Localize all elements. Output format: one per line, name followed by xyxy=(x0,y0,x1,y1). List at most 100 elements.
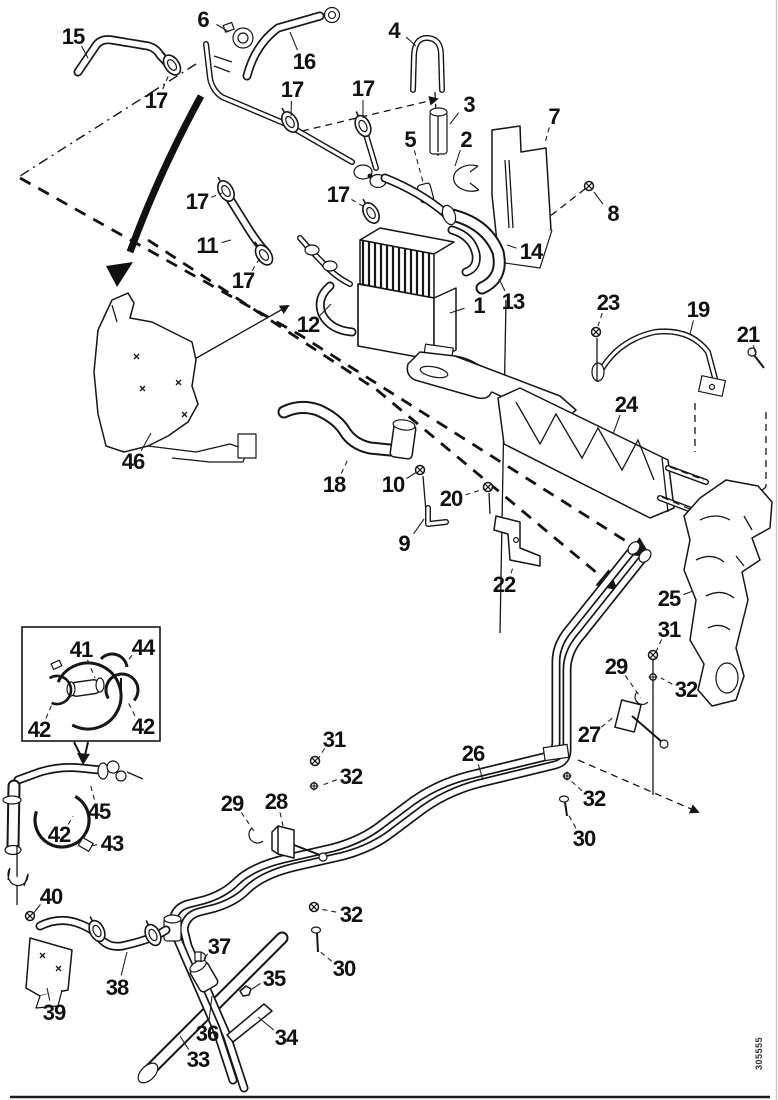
nut-35 xyxy=(239,985,252,997)
shaft-41 xyxy=(66,677,105,697)
callout-leader-29 xyxy=(240,812,255,832)
callout-leader-9 xyxy=(413,518,425,535)
callout-38: 38 xyxy=(106,975,129,1000)
callout-21: 21 xyxy=(737,322,760,347)
hose-11 xyxy=(223,191,271,257)
callout-leader-15 xyxy=(80,45,89,59)
callout-leader-23 xyxy=(597,312,603,327)
callout-leader-42 xyxy=(127,701,136,717)
clamp-29-right xyxy=(634,691,649,706)
callout-leader-24 xyxy=(612,414,621,435)
callout-17: 17 xyxy=(327,182,350,207)
clip-42-left xyxy=(41,674,73,706)
callout-leader-20 xyxy=(465,488,485,496)
callout-12: 12 xyxy=(297,312,320,337)
callout-32: 32 xyxy=(340,764,363,789)
callout-leader-17 xyxy=(351,198,367,209)
callout-leader-31 xyxy=(655,639,663,653)
bolt-20-axis xyxy=(488,492,491,515)
callout-leader-42 xyxy=(67,815,74,825)
callout-17: 17 xyxy=(145,88,168,113)
callout-leader-4 xyxy=(405,36,417,47)
callout-41: 41 xyxy=(70,637,93,662)
callout-leader-16 xyxy=(289,31,298,51)
hose-18 xyxy=(277,400,417,460)
callout-34: 34 xyxy=(275,1025,299,1050)
callout-leader-44 xyxy=(124,654,133,665)
callout-leader-41 xyxy=(87,659,96,679)
clamp-17-e xyxy=(356,194,384,227)
callout-20: 20 xyxy=(440,486,463,511)
u-clamp xyxy=(7,867,29,887)
bracket-22 xyxy=(493,515,541,567)
callout-leader-35 xyxy=(251,982,261,990)
callout-leader-37 xyxy=(203,953,209,960)
bolt-30-bottom xyxy=(310,926,322,953)
callout-42: 42 xyxy=(48,822,71,847)
callout-27: 27 xyxy=(578,722,601,747)
bracket-28 xyxy=(271,825,295,859)
screw-10 xyxy=(414,464,426,476)
callout-leader-25 xyxy=(683,590,694,596)
frame-beam-24 xyxy=(497,387,709,519)
callout-leader-31 xyxy=(317,748,326,760)
ring-42-small xyxy=(104,672,140,708)
hose-13 xyxy=(441,204,506,295)
cooler-box-1 xyxy=(357,227,457,369)
callout-leader-39 xyxy=(46,987,51,1001)
callout-11: 11 xyxy=(196,233,218,258)
callout-9: 9 xyxy=(398,531,410,556)
callout-36: 36 xyxy=(196,1021,219,1046)
callout-leader-22 xyxy=(510,566,514,574)
flow-arrow xyxy=(106,94,205,287)
hardware-midleft xyxy=(248,755,328,862)
hose-16 xyxy=(242,6,341,81)
callout-35: 35 xyxy=(263,966,286,991)
spacer-3 xyxy=(429,107,448,155)
bracket-27 xyxy=(614,699,642,733)
callout-15: 15 xyxy=(62,24,85,49)
callout-31: 31 xyxy=(323,727,346,752)
fitting-36 xyxy=(189,959,219,993)
callout-leader-33 xyxy=(179,1035,190,1050)
hardware-right xyxy=(558,649,669,817)
callout-leader-13 xyxy=(498,278,506,292)
clamp-37 xyxy=(194,951,207,963)
callout-leader-3 xyxy=(449,112,460,125)
pin-34 xyxy=(226,1003,273,1043)
callout-leader-8 xyxy=(593,191,604,205)
ring-42-large xyxy=(53,661,123,731)
callout-leader-18 xyxy=(340,456,350,474)
rod-9 xyxy=(422,475,449,527)
callout-28: 28 xyxy=(265,789,288,814)
callout-leader-6 xyxy=(216,23,230,33)
panel-46 xyxy=(93,292,257,463)
clamp-17-c xyxy=(349,107,375,140)
callout-leader-40 xyxy=(32,904,41,915)
callout-leader-5 xyxy=(413,150,424,183)
callout-leader-1 xyxy=(449,307,465,314)
callout-leader-17 xyxy=(251,257,261,271)
callout-13: 13 xyxy=(502,289,525,314)
callout-leader-19 xyxy=(689,320,694,335)
clamp-29-left xyxy=(248,827,264,844)
bolt-30-mid xyxy=(558,795,570,817)
callout-17: 17 xyxy=(232,268,255,293)
hose-to-elbow xyxy=(380,173,450,218)
callout-leader-21 xyxy=(752,345,757,356)
screw-8 xyxy=(583,180,595,192)
callout-17: 17 xyxy=(352,76,375,101)
callout-leader-27 xyxy=(600,715,616,728)
screw-40 xyxy=(24,910,36,922)
callout-leader-10 xyxy=(406,471,418,480)
screw-21 xyxy=(747,347,765,369)
pump-cluster xyxy=(297,235,353,287)
callout-14: 14 xyxy=(520,239,544,264)
figure-code: 305555 xyxy=(754,1037,764,1070)
callout-leader-42 xyxy=(45,701,54,719)
callout-leader-30 xyxy=(317,949,333,962)
tube-45-assembly xyxy=(2,760,144,905)
callout-leader-32 xyxy=(660,677,673,685)
washer-32-left xyxy=(308,780,320,792)
